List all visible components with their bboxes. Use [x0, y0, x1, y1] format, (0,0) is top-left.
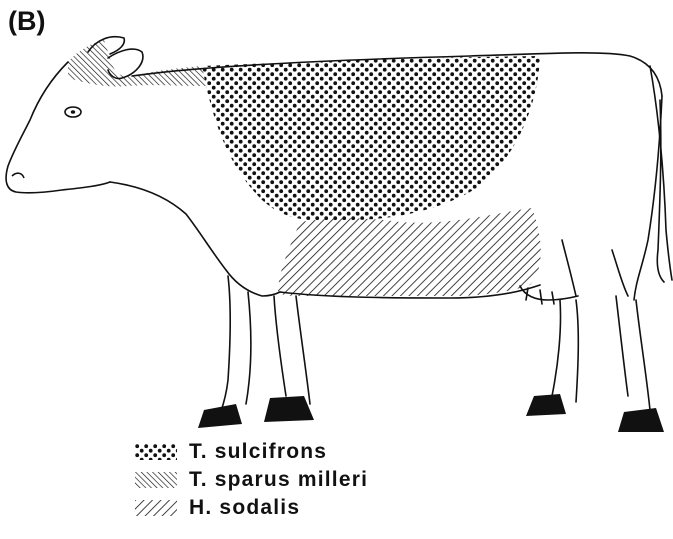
panel-label: (B): [8, 6, 45, 37]
hoof-back-left: [526, 394, 566, 416]
legend-label: T. sulcifrons: [189, 440, 327, 464]
fine-hatch-swatch: [135, 472, 177, 488]
cow-nostril: [12, 173, 24, 178]
back-stipple-region: [202, 56, 540, 220]
legend-label: H. sodalis: [189, 496, 300, 520]
hoof-front-right: [264, 396, 314, 422]
legend: T. sulcifrons T. sparus milleri H. sodal…: [135, 438, 368, 522]
hoof-back-right: [618, 408, 664, 432]
legend-item-sulcifrons: T. sulcifrons: [135, 438, 368, 466]
stipple-swatch: [135, 444, 177, 460]
ear-hatch-region: [68, 40, 206, 87]
legend-item-sparus-milleri: T. sparus milleri: [135, 466, 368, 494]
legend-item-sodalis: H. sodalis: [135, 494, 368, 522]
belly-hatch-region: [278, 208, 541, 296]
coarse-hatch-swatch: [135, 500, 177, 516]
hoof-front-left: [198, 404, 242, 428]
legend-label: T. sparus milleri: [189, 468, 368, 492]
